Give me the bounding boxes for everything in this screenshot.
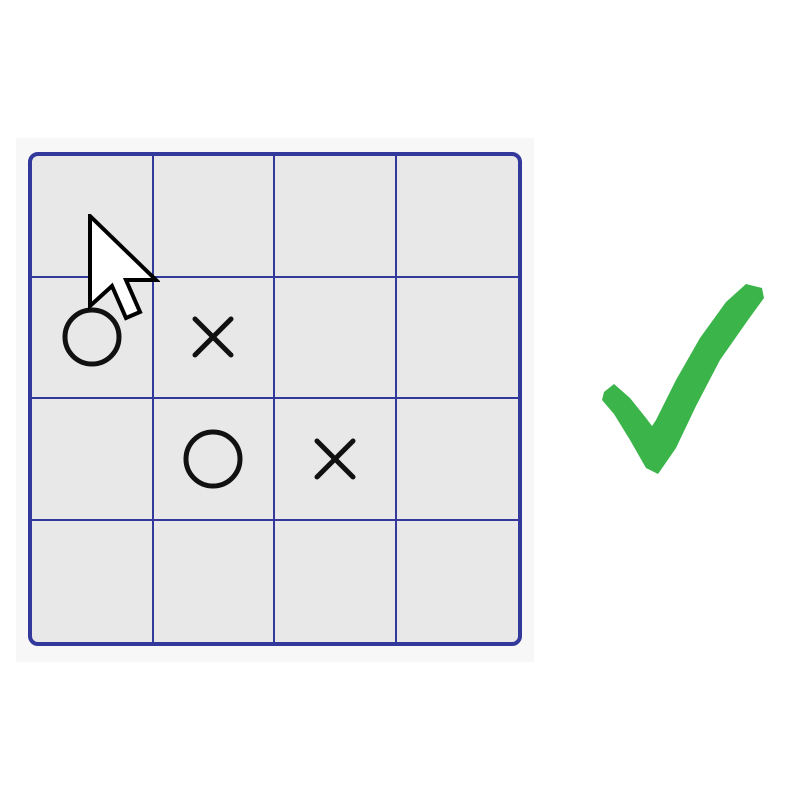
- checkmark-icon: [602, 284, 764, 474]
- board-cell-r4-c2[interactable]: [154, 520, 275, 642]
- board-cell-r1-c2[interactable]: [153, 156, 275, 278]
- board-cell-r1-c4[interactable]: [396, 156, 518, 278]
- board-cell-r3-c2[interactable]: [153, 399, 275, 521]
- board-cell-r3-c1[interactable]: [32, 399, 154, 521]
- tic-tac-toe-board: [28, 152, 522, 646]
- x-mark-icon: [314, 438, 356, 480]
- board-cell-r4-c3[interactable]: [275, 520, 397, 642]
- board-cell-r4-c1[interactable]: [32, 520, 154, 642]
- board-cell-r2-c1[interactable]: [32, 277, 154, 399]
- o-mark-icon: [183, 429, 243, 489]
- board-cell-r2-c3[interactable]: [275, 277, 397, 399]
- board-cell-r4-c4[interactable]: [397, 521, 519, 643]
- board-cell-r3-c4[interactable]: [396, 399, 518, 521]
- o-mark-icon: [62, 307, 122, 367]
- board-cell-r1-c3[interactable]: [275, 156, 397, 278]
- board-cell-r2-c2[interactable]: [153, 277, 275, 399]
- board-cell-r2-c4[interactable]: [396, 278, 518, 399]
- x-mark-icon: [192, 316, 234, 358]
- board-cell-r3-c3[interactable]: [275, 399, 397, 521]
- board-cell-r1-c1[interactable]: [32, 156, 154, 278]
